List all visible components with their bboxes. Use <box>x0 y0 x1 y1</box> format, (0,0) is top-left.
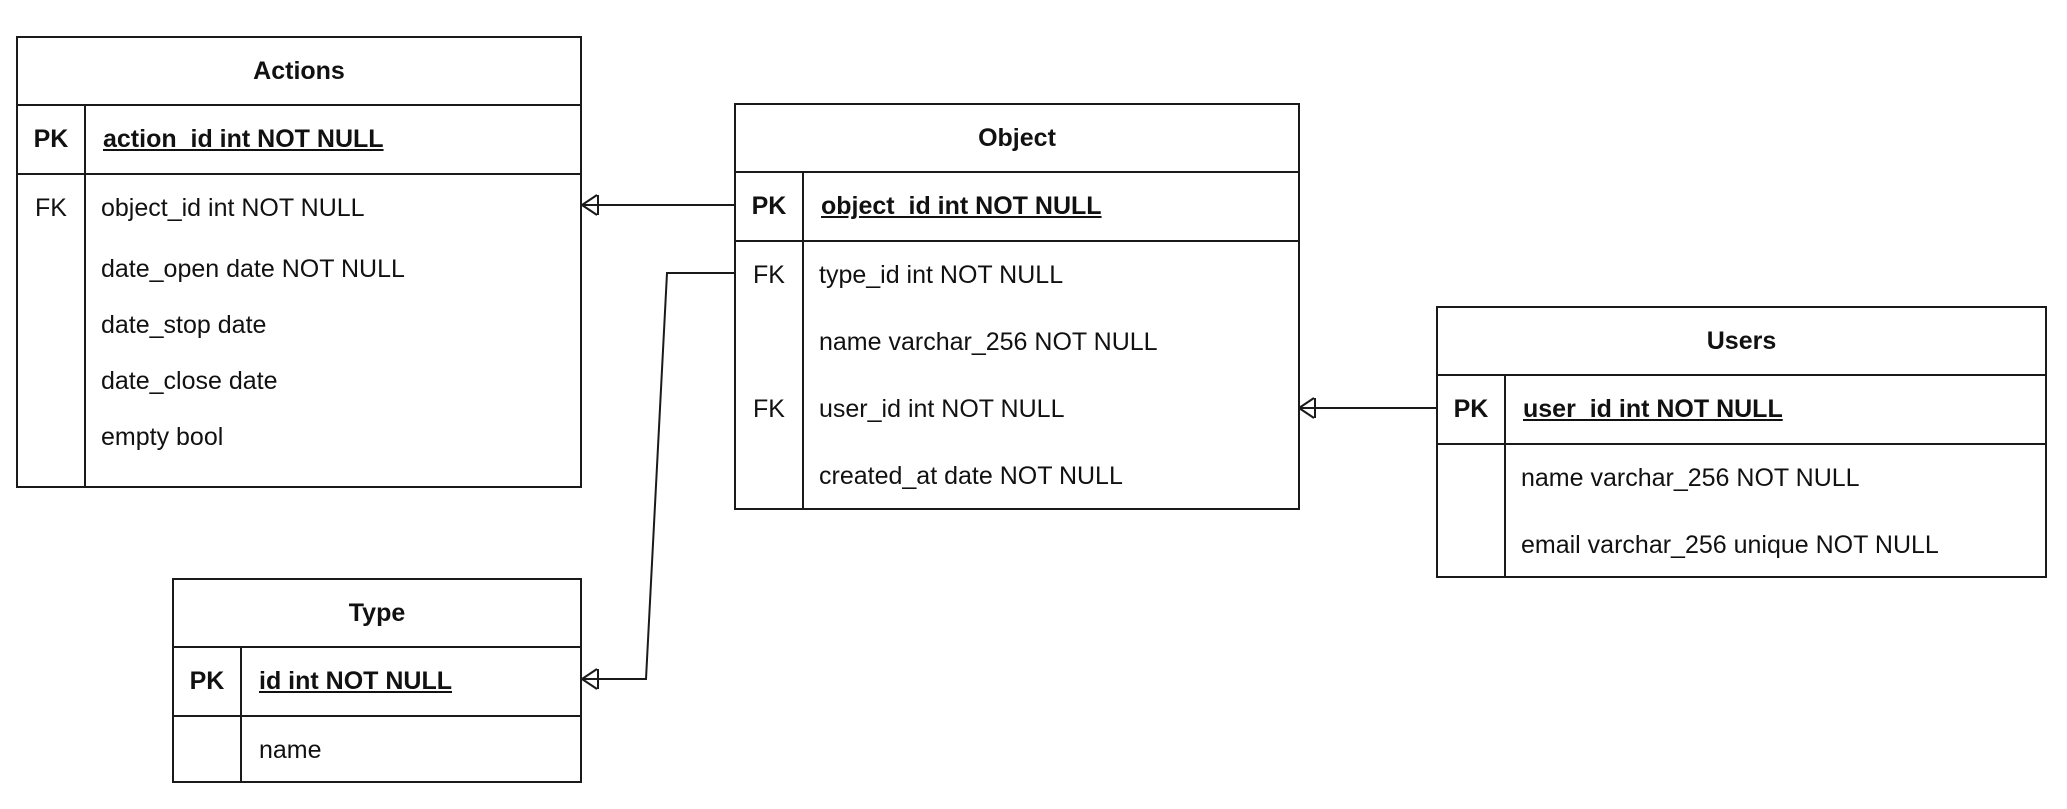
entity-title: Object <box>736 105 1298 173</box>
field-row: date_open date NOT NULL <box>18 241 580 297</box>
field-row: FK object_id int NOT NULL <box>18 175 580 241</box>
entity-users[interactable]: Users PK user_id int NOT NULL name varch… <box>1436 306 2047 578</box>
key-label <box>18 241 84 297</box>
relationship-type-object <box>581 272 734 690</box>
entity-type[interactable]: Type PK id int NOT NULL name <box>172 578 582 783</box>
key-label <box>18 353 84 409</box>
field-name: date_stop date <box>101 310 267 339</box>
pk-field: id int NOT NULL <box>259 667 453 695</box>
pk-field: object_id int NOT NULL <box>821 192 1102 220</box>
field-row: FK user_id int NOT NULL <box>736 376 1298 443</box>
field-name: type_id int NOT NULL <box>819 261 1064 289</box>
key-column-divider <box>84 173 86 486</box>
field-name: date_open date NOT NULL <box>101 254 405 283</box>
relationship-actions-object <box>581 194 734 216</box>
pk-row: PK id int NOT NULL <box>174 648 580 717</box>
key-column-divider <box>1504 443 1506 576</box>
key-label <box>1438 512 1504 579</box>
key-label: FK <box>753 395 785 423</box>
entity-object[interactable]: Object PK object_id int NOT NULL FK type… <box>734 103 1300 510</box>
field-name: name varchar_256 NOT NULL <box>819 328 1158 356</box>
key-label <box>736 309 802 376</box>
key-label <box>18 409 84 465</box>
entity-title: Users <box>1438 308 2045 376</box>
field-name: name <box>259 735 322 764</box>
pk-field: action_id int NOT NULL <box>103 125 384 153</box>
key-label <box>174 717 242 783</box>
field-row: name <box>174 717 580 783</box>
relationship-object-users <box>1298 397 1436 419</box>
key-label <box>736 443 802 510</box>
pk-label: PK <box>736 173 804 240</box>
field-name: object_id int NOT NULL <box>101 193 365 222</box>
field-row: FK type_id int NOT NULL <box>736 242 1298 309</box>
key-column-divider <box>802 240 804 508</box>
pk-row: PK object_id int NOT NULL <box>736 173 1298 242</box>
field-row: date_close date <box>18 353 580 409</box>
field-name: name varchar_256 NOT NULL <box>1521 464 1860 492</box>
field-row: created_at date NOT NULL <box>736 443 1298 510</box>
pk-label: PK <box>1438 376 1506 443</box>
key-label <box>1438 445 1504 512</box>
field-row: email varchar_256 unique NOT NULL <box>1438 512 2045 579</box>
pk-row: PK user_id int NOT NULL <box>1438 376 2045 445</box>
field-row: date_stop date <box>18 297 580 353</box>
pk-field: user_id int NOT NULL <box>1523 395 1783 423</box>
field-name: email varchar_256 unique NOT NULL <box>1521 531 1939 559</box>
field-row: name varchar_256 NOT NULL <box>736 309 1298 376</box>
pk-row: PK action_id int NOT NULL <box>18 106 580 175</box>
field-name: created_at date NOT NULL <box>819 462 1123 490</box>
entity-title: Type <box>174 580 580 648</box>
key-label <box>18 297 84 353</box>
key-label: FK <box>35 193 67 222</box>
field-name: date_close date <box>101 366 278 395</box>
pk-label: PK <box>174 648 242 715</box>
pk-label: PK <box>18 106 86 173</box>
field-name: empty bool <box>101 422 224 451</box>
field-row: name varchar_256 NOT NULL <box>1438 445 2045 512</box>
entity-title: Actions <box>18 38 580 106</box>
entity-actions[interactable]: Actions PK action_id int NOT NULL FK obj… <box>16 36 582 488</box>
key-label: FK <box>753 261 785 289</box>
field-row: empty bool <box>18 409 580 465</box>
field-name: user_id int NOT NULL <box>819 395 1065 423</box>
